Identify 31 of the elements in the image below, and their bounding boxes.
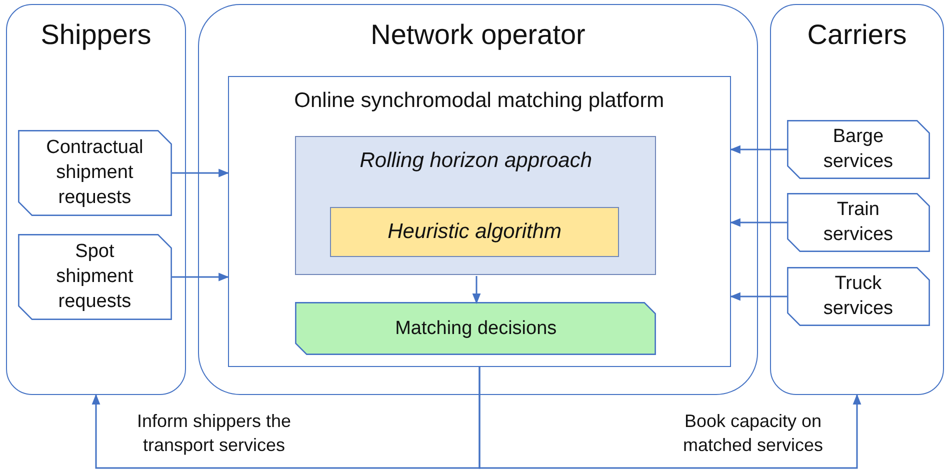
service-card (786, 120, 930, 179)
box-label: Truck services (822, 272, 894, 322)
service-card (786, 266, 930, 326)
request-card (18, 130, 172, 216)
stakeholder-panel (6, 4, 186, 395)
panel-title: Network operator (370, 18, 586, 52)
box-label: Online synchromodal matching platform (293, 88, 666, 114)
request-card (18, 234, 172, 320)
box-label: Matching decisions (394, 317, 558, 342)
service-card (786, 192, 930, 252)
algorithm-box (330, 207, 620, 258)
approach-box (295, 136, 656, 276)
arrow (730, 292, 787, 301)
box-label: Barge services (822, 125, 894, 174)
stakeholder-panel (770, 4, 944, 395)
arrow (472, 276, 481, 304)
platform-box (228, 76, 731, 367)
panel-title: Shippers (40, 18, 152, 52)
panel-title: Carriers (806, 18, 908, 52)
arrow (172, 168, 230, 178)
box-label: Spot shipment requests (55, 240, 134, 314)
arrow (172, 272, 230, 282)
decision-box (295, 302, 656, 356)
arrow (478, 367, 862, 469)
box-label: Train services (822, 198, 894, 248)
box-label: Heuristic algorithm (386, 219, 562, 246)
box-label: Rolling horizon approach (358, 148, 594, 174)
operator-panel (198, 4, 758, 395)
arrow (730, 145, 787, 154)
box-label: Contractual shipment requests (45, 136, 144, 210)
arrow (730, 218, 787, 227)
